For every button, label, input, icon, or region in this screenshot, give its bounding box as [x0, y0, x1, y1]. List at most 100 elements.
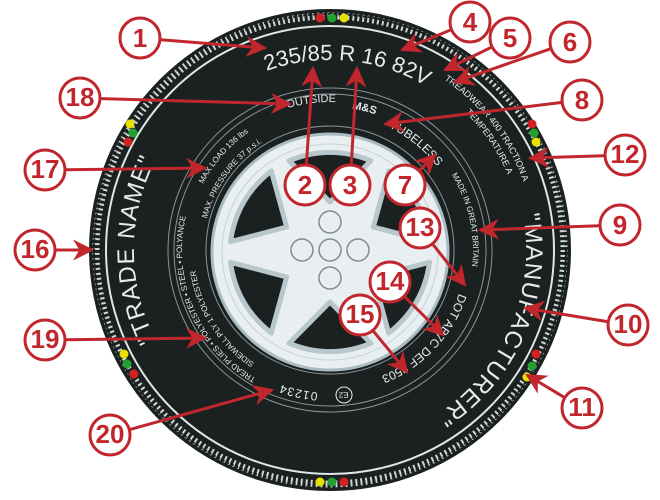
callout-circle: [368, 260, 412, 304]
callout-circle: [383, 163, 427, 207]
hub-holes: [290, 210, 370, 290]
balance-dot: [315, 13, 325, 23]
callout-arrow: [400, 28, 452, 53]
lug-hole: [318, 210, 342, 234]
callout-number: 1: [133, 23, 147, 53]
lug-hole: [290, 238, 314, 262]
balance-dot: [531, 349, 541, 359]
callout-circle: [88, 413, 132, 457]
callout-13: 13: [398, 206, 442, 250]
callout-circle: [23, 148, 67, 192]
balance-dot: [531, 137, 541, 147]
callout-19: 19: [23, 318, 67, 362]
sidewall-line: [167, 87, 493, 413]
balance-dot: [327, 13, 337, 23]
callout-arrow: [129, 384, 275, 431]
balance-dot: [527, 119, 537, 129]
callout-arrow: [431, 243, 467, 287]
callout-arrow: [372, 330, 409, 374]
callout-number: 16: [21, 234, 50, 264]
callout-number: 8: [575, 85, 589, 115]
sidewall-line: [205, 125, 455, 375]
callout-circle: [448, 0, 492, 44]
callout-3: 3: [328, 163, 372, 207]
callout-6: 6: [548, 20, 592, 64]
lug-hole: [346, 238, 370, 262]
callout-number: 20: [96, 419, 125, 449]
callout-number: 18: [66, 82, 95, 112]
callout-arrow: [414, 153, 437, 176]
callout-arrow: [301, 65, 323, 165]
callout-2: 2: [283, 163, 327, 207]
lug-hole: [318, 238, 342, 262]
tread-pattern: [92, 12, 568, 488]
balance-dot: [327, 477, 337, 487]
callout-arrow: [160, 36, 268, 57]
callout-number: 6: [563, 27, 577, 57]
callout-12: 12: [603, 133, 647, 177]
balance-dot: [128, 128, 138, 138]
callout-number: 9: [613, 210, 627, 240]
callout-circle: [606, 303, 650, 347]
callout-7: 7: [383, 163, 427, 207]
balance-dot: [339, 477, 349, 487]
callout-5: 5: [488, 16, 532, 60]
callout-8: 8: [560, 78, 604, 122]
callout-number: 17: [31, 154, 60, 184]
callout-circle: [58, 76, 102, 120]
rim-spoke-opening: [286, 299, 374, 355]
callout-number: 13: [406, 212, 435, 242]
callout-number: 7: [398, 170, 412, 200]
balance-dot: [315, 477, 325, 487]
callout-circle: [603, 133, 647, 177]
balance-dot: [125, 119, 135, 129]
callout-arrow: [477, 218, 600, 240]
callout-arrow: [382, 101, 562, 133]
callout-arrow: [403, 295, 445, 337]
callout-number: 15: [346, 299, 375, 329]
callout-16: 16: [13, 228, 57, 272]
callout-arrow: [65, 157, 208, 179]
sidewall-line: [173, 93, 487, 407]
callout-20: 20: [88, 413, 132, 457]
callout-circle: [23, 318, 67, 362]
balance-dot: [122, 359, 132, 369]
callout-number: 14: [376, 266, 405, 296]
callout-arrow: [525, 373, 565, 399]
callout-circle: [118, 16, 162, 60]
callout-number: 2: [298, 170, 312, 200]
callout-arrow: [527, 146, 605, 168]
callout-number: 19: [31, 324, 60, 354]
callout-arrow: [443, 45, 492, 72]
sidewall-ring: [105, 25, 555, 475]
callout-circle: [488, 16, 532, 60]
balance-dot: [119, 349, 129, 359]
callout-10: 10: [606, 303, 650, 347]
callout-4: 4: [448, 0, 492, 44]
balance-dot: [129, 369, 139, 379]
callout-14: 14: [368, 260, 412, 304]
balance-dots: [119, 13, 541, 487]
callout-circle: [560, 78, 604, 122]
callout-18: 18: [58, 76, 102, 120]
callout-17: 17: [23, 148, 67, 192]
balance-dot: [339, 13, 349, 23]
balance-dot: [527, 361, 537, 371]
callout-15: 15: [338, 293, 382, 337]
balance-dot: [529, 128, 539, 138]
callout-circle: [338, 293, 382, 337]
callout-circle: [398, 206, 442, 250]
callout-number: 11: [568, 392, 596, 422]
callout-9: 9: [598, 203, 642, 247]
callout-number: 10: [614, 309, 643, 339]
callout-circle: [598, 203, 642, 247]
callout-arrow: [522, 300, 608, 324]
callout-circle: [328, 163, 372, 207]
callout-number: 12: [611, 139, 640, 169]
callout-1: 1: [118, 16, 162, 60]
callout-number: 3: [343, 170, 357, 200]
balance-dot: [123, 137, 133, 147]
callout-arrows: [56, 28, 608, 431]
